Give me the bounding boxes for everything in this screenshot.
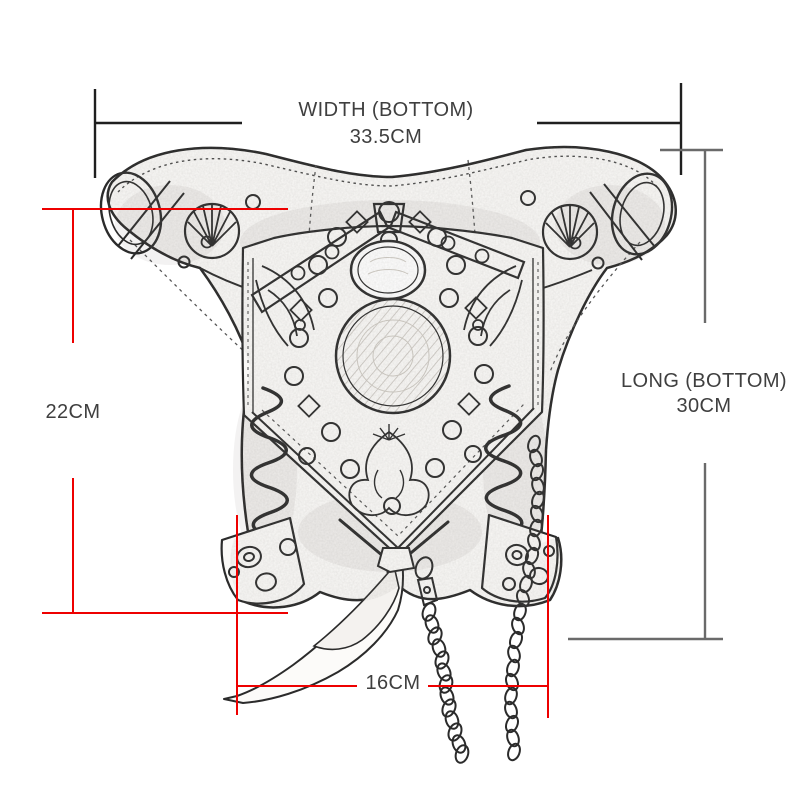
bottom-measure-lines [236, 515, 549, 718]
long-bottom-label: LONG (BOTTOM) [621, 370, 787, 392]
bottom-width-value: 16CM [365, 672, 421, 694]
side-height-value: 22CM [45, 401, 101, 423]
width-bottom-label: WIDTH (BOTTOM) [298, 99, 474, 121]
long-bottom-value: 30CM [676, 395, 732, 417]
height-measure-lines [42, 208, 288, 614]
measurement-lines [42, 83, 723, 718]
long-measure-lines [568, 148, 723, 641]
chain-left [421, 602, 470, 764]
bag-illustration [99, 145, 678, 764]
grain-texture [106, 145, 678, 609]
width-bottom-value: 33.5CM [349, 126, 423, 148]
width-measure-lines [93, 83, 683, 178]
